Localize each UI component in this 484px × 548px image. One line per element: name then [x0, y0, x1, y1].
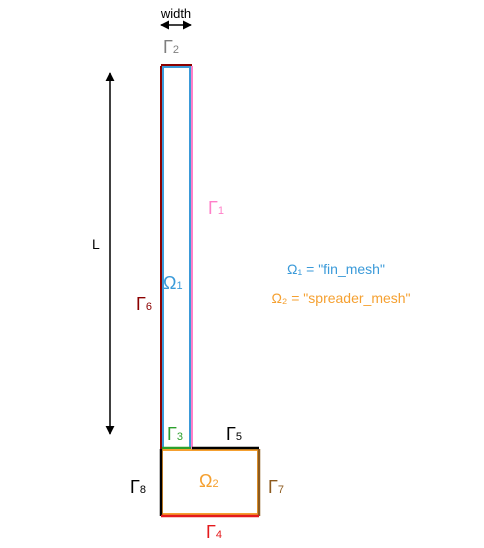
- gamma2-label: Γ2: [163, 37, 179, 57]
- omega2-label: Ω2: [199, 471, 219, 491]
- legend-fin-mesh: Ω₁ = "fin_mesh": [287, 261, 385, 277]
- length-label: L: [92, 236, 100, 252]
- omega1-label: Ω1: [163, 273, 183, 293]
- gamma7-label: Γ7: [268, 477, 284, 497]
- gamma4-label: Γ4: [206, 522, 222, 542]
- gamma3-label: Γ3: [167, 424, 183, 444]
- legend-spreader-mesh: Ω₂ = "spreader_mesh": [271, 290, 410, 306]
- gamma1-label: Γ1: [208, 198, 224, 218]
- gamma8-label: Γ8: [130, 477, 146, 497]
- width-label: width: [160, 6, 191, 21]
- fin-domain: [162, 66, 191, 450]
- gamma6-label: Γ6: [136, 294, 152, 314]
- gamma5-label: Γ5: [226, 424, 242, 444]
